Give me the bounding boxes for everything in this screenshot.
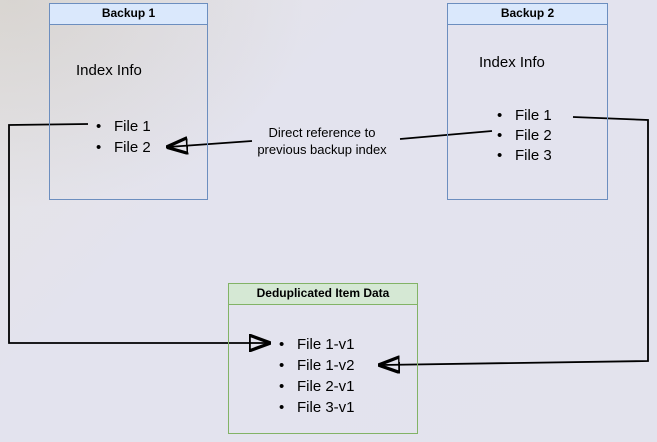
backup-1-file-list: File 1 File 2: [96, 116, 151, 158]
list-item: File 1: [96, 116, 151, 137]
node-backup-1: Backup 1 Index Info File 1 File 2: [49, 3, 208, 200]
backup-1-body: Index Info File 1 File 2: [50, 25, 207, 199]
list-item: File 2: [96, 137, 151, 158]
backup-2-subtitle: Index Info: [479, 54, 545, 71]
list-item: File 2-v1: [279, 376, 355, 397]
list-item: File 1-v1: [279, 334, 355, 355]
node-backup-2: Backup 2 Index Info File 1 File 2 File 3: [447, 3, 608, 200]
dedup-body: File 1-v1 File 1-v2 File 2-v1 File 3-v1: [229, 305, 417, 433]
edge-reference-label: Direct reference to previous backup inde…: [257, 125, 387, 157]
node-deduplicated-item-data: Deduplicated Item Data File 1-v1 File 1-…: [228, 283, 418, 434]
backup-2-body: Index Info File 1 File 2 File 3: [448, 25, 607, 199]
list-item: File 1: [497, 106, 552, 126]
dedup-title: Deduplicated Item Data: [229, 284, 417, 305]
list-item: File 1-v2: [279, 355, 355, 376]
list-item: File 2: [497, 126, 552, 146]
backup-2-file-list: File 1 File 2 File 3: [497, 106, 552, 166]
backup-2-title: Backup 2: [448, 4, 607, 25]
list-item: File 3: [497, 146, 552, 166]
backup-1-title: Backup 1: [50, 4, 207, 25]
backup-1-subtitle: Index Info: [76, 62, 142, 79]
dedup-item-list: File 1-v1 File 1-v2 File 2-v1 File 3-v1: [279, 334, 355, 418]
list-item: File 3-v1: [279, 397, 355, 418]
